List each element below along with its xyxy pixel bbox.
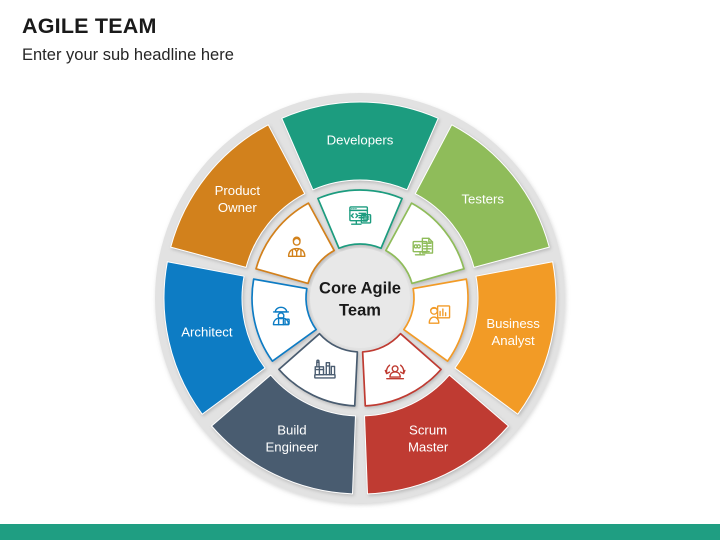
- outer-segment-product-owner[interactable]: [170, 124, 306, 268]
- inner-segment-product-owner[interactable]: [255, 202, 336, 285]
- segment-label-testers: Testers: [461, 192, 504, 207]
- monitor-code-icon: [349, 206, 372, 225]
- outer-segment-build-engineer[interactable]: [211, 374, 356, 495]
- inner-segment-developers[interactable]: [317, 189, 403, 250]
- hardhat-worker-icon: [272, 306, 290, 326]
- outer-segment-scrum-master[interactable]: [364, 374, 509, 495]
- segment-label-architect: Architect: [181, 324, 233, 339]
- segment-label-business-analyst-line2: Analyst: [491, 333, 535, 348]
- outer-segment-group: DevelopersTestersBusinessAnalystScrumMas…: [163, 101, 557, 495]
- segment-label-build-engineer-line2: Engineer: [266, 439, 319, 454]
- segment-label-developers: Developers: [327, 132, 394, 147]
- icon-layer: [272, 206, 451, 380]
- segment-label-scrum-master-line2: Master: [408, 439, 449, 454]
- outer-segment-business-analyst[interactable]: [454, 261, 557, 415]
- analyst-presentation-icon: [428, 305, 451, 324]
- accent-bar: [0, 524, 720, 540]
- segment-label-product-owner-line2: Owner: [218, 200, 257, 215]
- header-block: AGILE TEAM Enter your sub headline here: [22, 14, 622, 65]
- businessperson-icon: [287, 236, 306, 258]
- page-title: AGILE TEAM: [22, 14, 157, 38]
- outer-segment-testers[interactable]: [414, 124, 550, 268]
- inner-segment-architect[interactable]: [251, 278, 318, 362]
- inner-segment-scrum-master[interactable]: [361, 332, 442, 407]
- segment-label-scrum-master: Scrum: [409, 422, 447, 437]
- scrum-cycle-person-icon: [384, 364, 406, 380]
- center-label-line2: Team: [339, 301, 381, 319]
- segment-label-product-owner: Product: [215, 183, 261, 198]
- center-label-line1: Core Agile: [319, 279, 401, 297]
- monitor-checklist-icon: [412, 237, 434, 256]
- construction-site-icon: [314, 359, 336, 379]
- outer-segment-developers[interactable]: [281, 101, 439, 191]
- segment-label-build-engineer: Build: [277, 422, 306, 437]
- segment-label-business-analyst: Business: [486, 316, 540, 331]
- center-hub: [310, 248, 410, 348]
- inner-segment-business-analyst[interactable]: [402, 278, 469, 362]
- outer-segment-architect[interactable]: [163, 261, 266, 415]
- page-subtitle: Enter your sub headline here: [22, 45, 234, 64]
